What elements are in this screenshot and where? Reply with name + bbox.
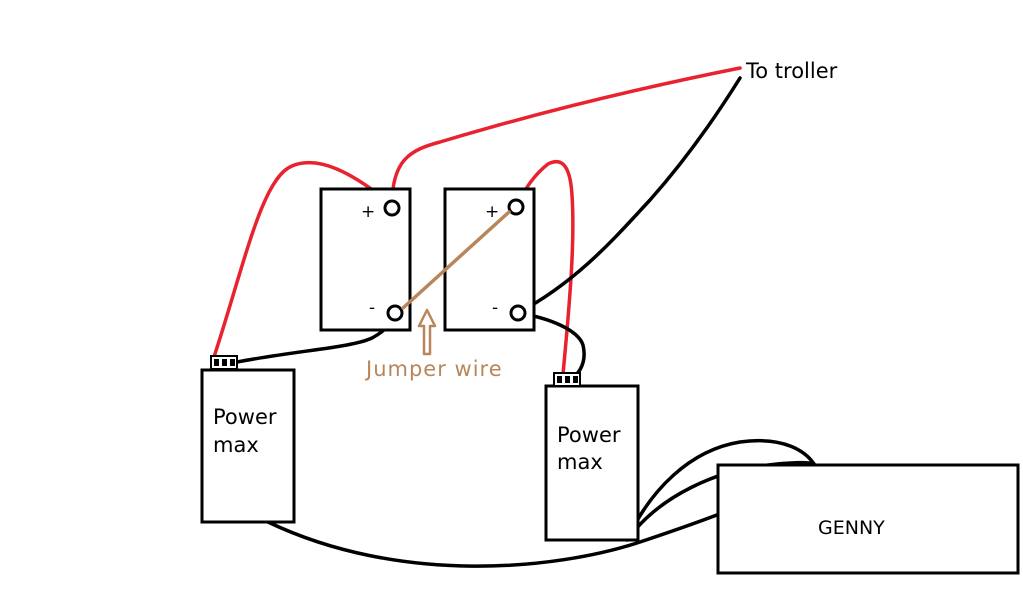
battery1-negative-terminal [386, 304, 404, 322]
battery2-positive-terminal [507, 198, 525, 216]
battery2-negative-terminal [509, 304, 527, 322]
charger-right [544, 384, 640, 542]
charger-right-label-line2: max [557, 450, 603, 474]
jumper-arrow [417, 308, 437, 356]
black-wire-battery2-negative-to-charger-right [516, 311, 586, 378]
charger-left-label-line1: Power [213, 405, 277, 429]
jumper-wire [401, 210, 511, 310]
generator-label: GENNY [818, 517, 885, 539]
black-cord-charger-right-to-genny-upper [625, 439, 816, 542]
red-wire-charger-left-to-battery1-positive [212, 160, 394, 359]
black-wire-battery2-negative-to-troller [516, 76, 742, 315]
battery2-positive-sign: + [485, 202, 499, 222]
jumper-wire-label: Jumper wire [364, 357, 503, 381]
to-troller-label: To troller [745, 59, 838, 83]
red-wire-charger-right-to-battery2-positive [514, 159, 575, 376]
charger-right-connector [553, 372, 581, 387]
charger-left-label-line2: max [213, 433, 259, 457]
battery1-positive-terminal [383, 199, 401, 217]
charger-left [200, 368, 296, 524]
battery2-negative-sign: - [492, 298, 498, 318]
charger-right-label-line1: Power [557, 423, 621, 447]
battery1-positive-sign: + [361, 202, 375, 222]
battery1-negative-sign: - [369, 298, 375, 318]
charger-left-connector [210, 355, 238, 370]
red-wire-battery1-positive-to-troller [390, 66, 742, 207]
generator [716, 463, 1020, 575]
